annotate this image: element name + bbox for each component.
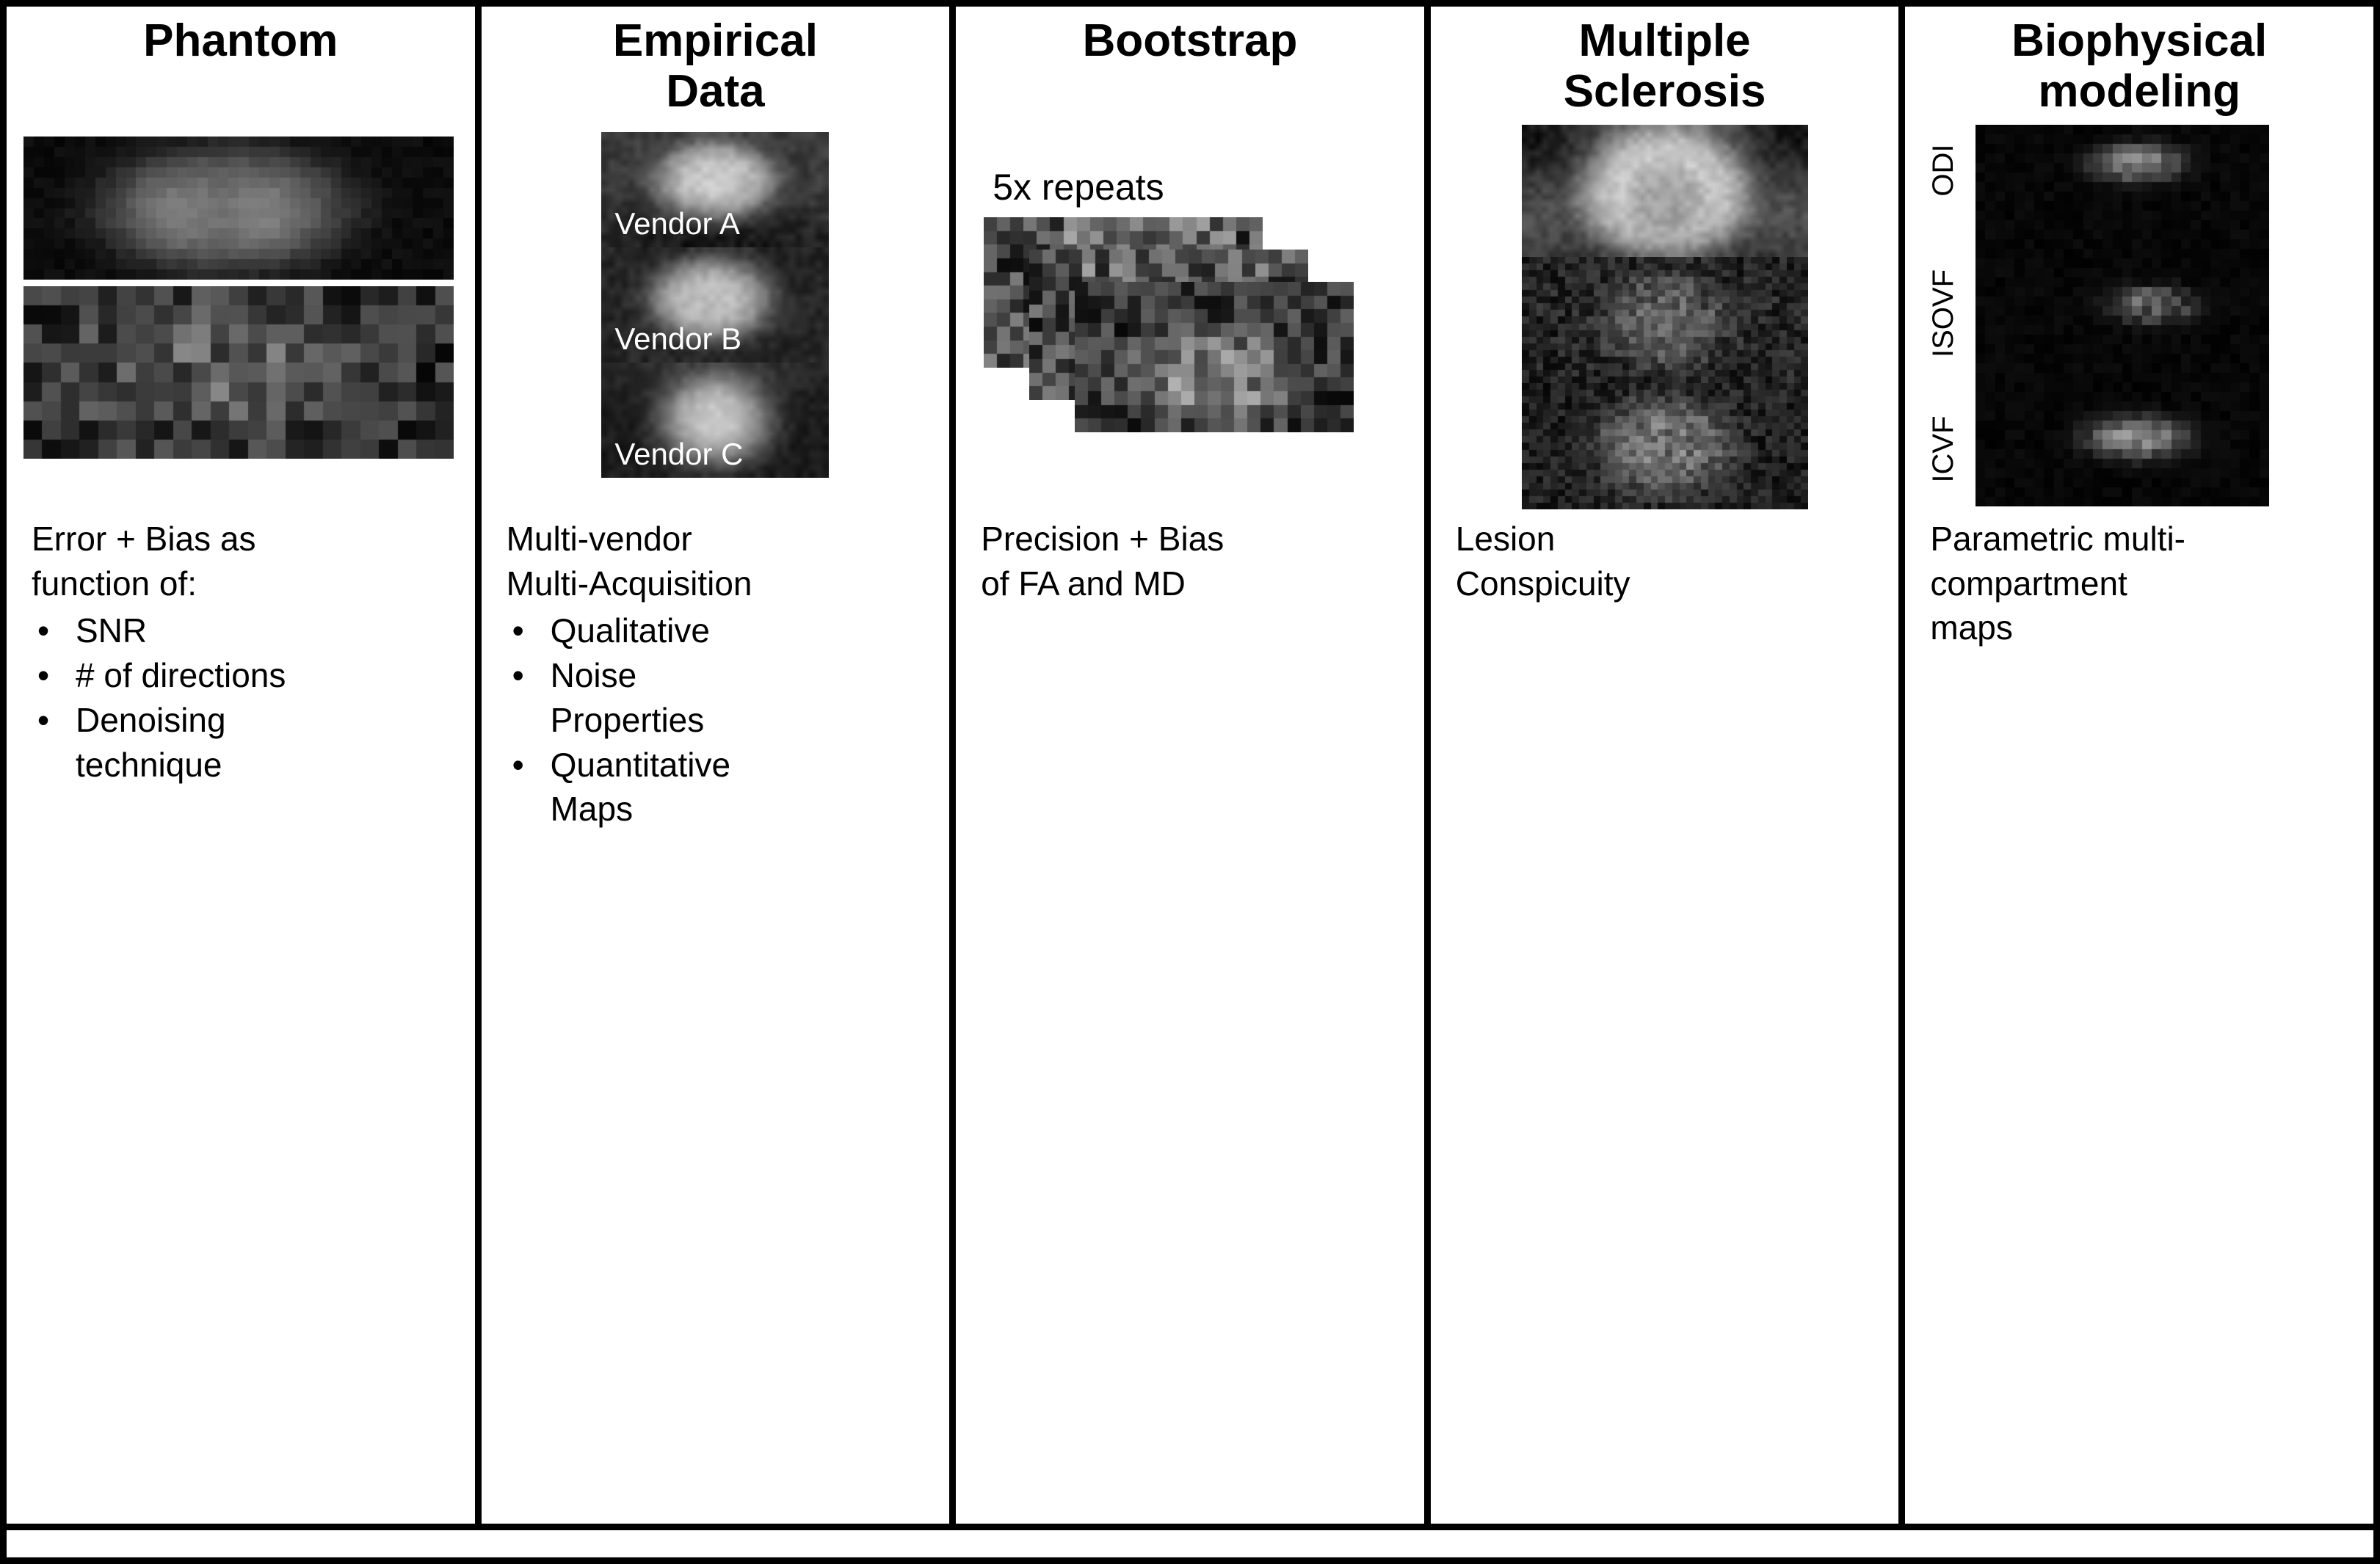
bullet-list: SNR # of directions Denoising technique — [32, 608, 463, 787]
vendor-image-strip: Vendor A Vendor B Vendor C — [601, 131, 830, 478]
vendor-c-segment: Vendor C — [601, 362, 830, 478]
bullet-item: Denoising technique — [32, 698, 463, 787]
panel-title: Bootstrap — [1082, 15, 1298, 66]
panel-caption: Precision + Bias of FA and MD — [981, 517, 1412, 605]
phantom-smooth-image-wrap — [23, 137, 458, 280]
bullet-item: Quantitative Maps — [507, 743, 938, 832]
vendor-b-image — [601, 247, 830, 363]
ms-image-stack — [1521, 124, 1808, 509]
phantom-smooth-image — [23, 137, 454, 280]
panel-biophysical-modeling: Biophysical modeling ODI ISOVF ICVF Para… — [1905, 7, 2373, 1524]
vendor-a-label: Vendor A — [614, 205, 740, 241]
vendor-a-segment: Vendor A — [601, 131, 830, 247]
panel-caption: Multi-vendor Multi-Acquisition Qualitati… — [507, 517, 938, 832]
repeats-annotation: 5x repeats — [993, 167, 1164, 208]
ms-diffusion-image-2 — [1521, 382, 1808, 509]
caption-text: Lesion Conspicuity — [1455, 520, 1630, 603]
panel-title: Phantom — [143, 15, 338, 66]
isovf-axis-label: ISOVF — [1927, 269, 1960, 357]
phantom-noisy-image — [23, 286, 454, 459]
panel-caption: Parametric multi- compartment maps — [1930, 517, 2362, 650]
panel-empirical-data: Empirical Data Vendor A Vendor B Vendor … — [482, 7, 957, 1524]
ms-diffusion-image-1 — [1521, 256, 1808, 383]
odi-axis-label: ODI — [1927, 144, 1960, 197]
panel-phantom: Phantom Error + Bias as function of: SNR… — [7, 7, 482, 1524]
biophysical-map-image — [1976, 124, 2270, 506]
figure-columns: Phantom Error + Bias as function of: SNR… — [7, 7, 2373, 1530]
caption-text: Parametric multi- compartment maps — [1930, 520, 2185, 647]
bootstrap-repeat-image-3 — [1075, 282, 1354, 433]
vendor-a-image — [601, 131, 830, 247]
ms-anatomical-image — [1521, 124, 1808, 257]
bullet-item: Qualitative — [507, 608, 938, 653]
phantom-noisy-image-wrap — [23, 286, 458, 459]
vendor-c-label: Vendor C — [614, 436, 744, 471]
panel-title: Biophysical modeling — [2011, 15, 2268, 117]
caption-text: Error + Bias as function of: — [32, 520, 256, 603]
panel-bootstrap: Bootstrap 5x repeats Precision + Bias of… — [956, 7, 1431, 1524]
icvf-axis-label: ICVF — [1927, 415, 1960, 483]
bullet-list: Qualitative Noise Properties Quantitativ… — [507, 608, 938, 832]
bullet-item: SNR — [32, 608, 463, 653]
vendor-b-segment: Vendor B — [601, 247, 830, 363]
bootstrap-image-stack — [984, 217, 1410, 445]
panel-title: Empirical Data — [612, 15, 818, 117]
bullet-item: # of directions — [32, 653, 463, 698]
biophysical-map-image-wrap: ODI ISOVF ICVF — [1927, 124, 2355, 506]
panel-multiple-sclerosis: Multiple Sclerosis Lesion Conspicuity — [1431, 7, 1906, 1524]
vendor-c-image — [601, 362, 830, 478]
panel-caption: Error + Bias as function of: SNR # of di… — [32, 517, 463, 787]
vendor-b-label: Vendor B — [614, 321, 742, 356]
caption-text: Precision + Bias of FA and MD — [981, 520, 1225, 603]
panel-caption: Lesion Conspicuity — [1456, 517, 1887, 605]
caption-text: Multi-vendor Multi-Acquisition — [506, 520, 752, 603]
bullet-item: Noise Properties — [507, 653, 938, 742]
panel-title: Multiple Sclerosis — [1563, 15, 1766, 117]
